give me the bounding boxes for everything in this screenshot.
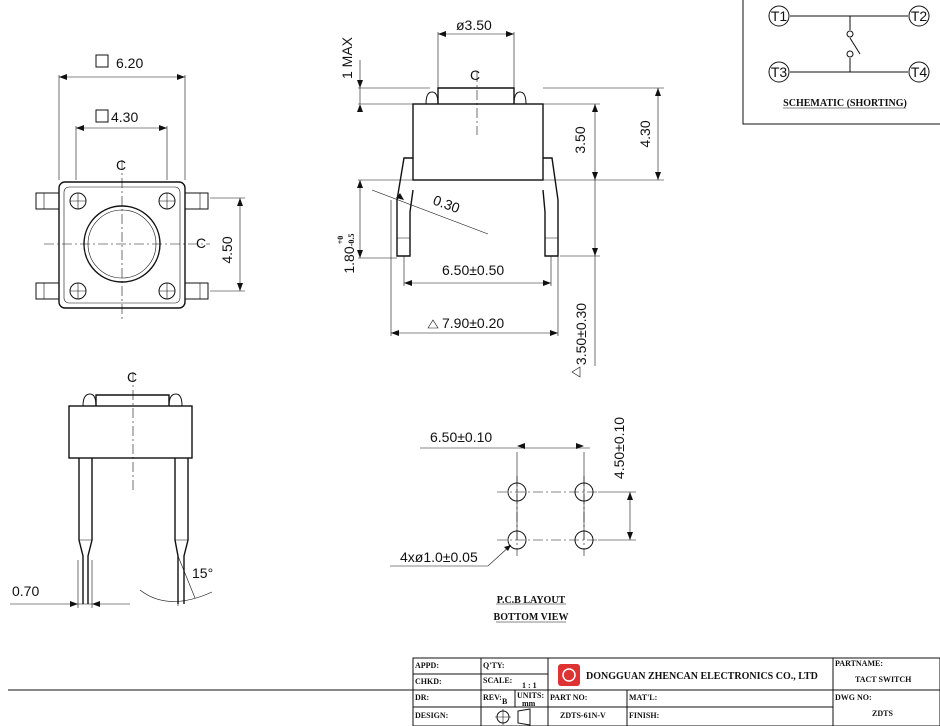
dim-outer-6-20: 6.20 [116, 55, 143, 71]
side-body [412, 103, 544, 181]
pcb-dim-y: 4.50±0.10 [611, 417, 627, 479]
dim-body-3-50: 3.50 [572, 126, 588, 153]
dim-lead-thk: 0.30 [431, 192, 462, 216]
pcb-hole-2 [574, 482, 594, 502]
dim-span: 7.90±0.20 [442, 315, 504, 331]
side-view [357, 31, 664, 378]
company-name: DONGGUAN ZHENCAN ELECTRONICS CO., LTD [586, 671, 818, 682]
partname-label: PARTNAME: [835, 659, 883, 668]
pcb-subtitle: BOTTOM VIEW [494, 612, 569, 623]
pcb-hole-4 [574, 530, 594, 550]
design-label: DESIGN: [415, 711, 448, 720]
front-lead-right [174, 458, 189, 604]
rev-value: B [502, 697, 508, 706]
top-centerline-mark-h: C [196, 235, 206, 251]
schematic-t1: T1 [771, 8, 788, 24]
matl-label: MAT'L: [629, 693, 657, 702]
top-view [35, 54, 245, 320]
qty-label: Q'TY: [483, 661, 505, 670]
pcb-dim-x: 6.50±0.10 [430, 429, 492, 445]
units-value: mm [522, 699, 536, 708]
dim-height-4-50: 4.50 [219, 236, 235, 263]
dim-inner-4-30: 4.30 [111, 109, 138, 125]
title-block [8, 657, 940, 726]
company-logo [558, 664, 580, 686]
partno-label: PART NO: [550, 693, 587, 702]
finish-label: FINISH: [629, 711, 659, 720]
units-label: UNITS: [517, 691, 544, 700]
pcb-hole-3 [507, 530, 527, 550]
front-centerline-mark: C [127, 369, 137, 385]
dim-total-4-30: 4.30 [637, 120, 653, 147]
pcb-dim-holes: 4xø1.0±0.05 [400, 549, 478, 565]
top-leads [35, 192, 209, 300]
dim-bend-angle: 15° [192, 565, 213, 581]
schematic [742, 0, 940, 125]
scale-label: SCALE: [483, 676, 512, 685]
schematic-t4: T4 [911, 64, 928, 80]
dwgno-value: ZDTS [872, 709, 893, 718]
dim-pin-len: 3.50±0.30 [573, 303, 589, 365]
schematic-t2: T2 [911, 8, 928, 24]
dim-pitch: 6.50±0.50 [442, 262, 504, 278]
dwgno-label: DWG NO: [835, 693, 872, 702]
scale-value: 1 : 1 [522, 681, 537, 690]
partno-value: ZDTS-61N-V [560, 711, 606, 720]
pcb-title: P.C.B LAYOUT [497, 595, 566, 606]
pcb-hole-1 [507, 482, 527, 502]
front-lead-left [78, 458, 93, 604]
dim-lead-width: 0.70 [12, 583, 39, 599]
partname-value: TACT SWITCH [855, 675, 912, 684]
dim-1-max: 1 MAX [339, 36, 355, 79]
dr-label: DR: [415, 693, 429, 702]
top-corner-holes [69, 192, 176, 300]
side-centerline-mark: C [470, 67, 480, 83]
side-cap [437, 87, 515, 104]
schematic-caption: SCHEMATIC (SHORTING) [783, 98, 907, 109]
dim-cap-dia: ø3.50 [456, 17, 492, 33]
front-view [10, 372, 213, 608]
dim-lead-tol-plus: +0 [336, 236, 345, 245]
dim-lead-tol-minus: -0.5 [347, 234, 356, 247]
appd-label: APPD: [415, 661, 439, 670]
dim-lead-len: 1.80 [341, 246, 357, 273]
rev-label: REV: [483, 693, 502, 702]
schematic-t3: T3 [771, 64, 788, 80]
top-centerline-mark: C [116, 157, 126, 173]
side-lead-left [396, 157, 414, 257]
pcb-layout [390, 443, 636, 623]
chkd-label: CHKD: [415, 677, 442, 686]
side-lead-right [542, 157, 559, 257]
front-body [68, 405, 193, 459]
